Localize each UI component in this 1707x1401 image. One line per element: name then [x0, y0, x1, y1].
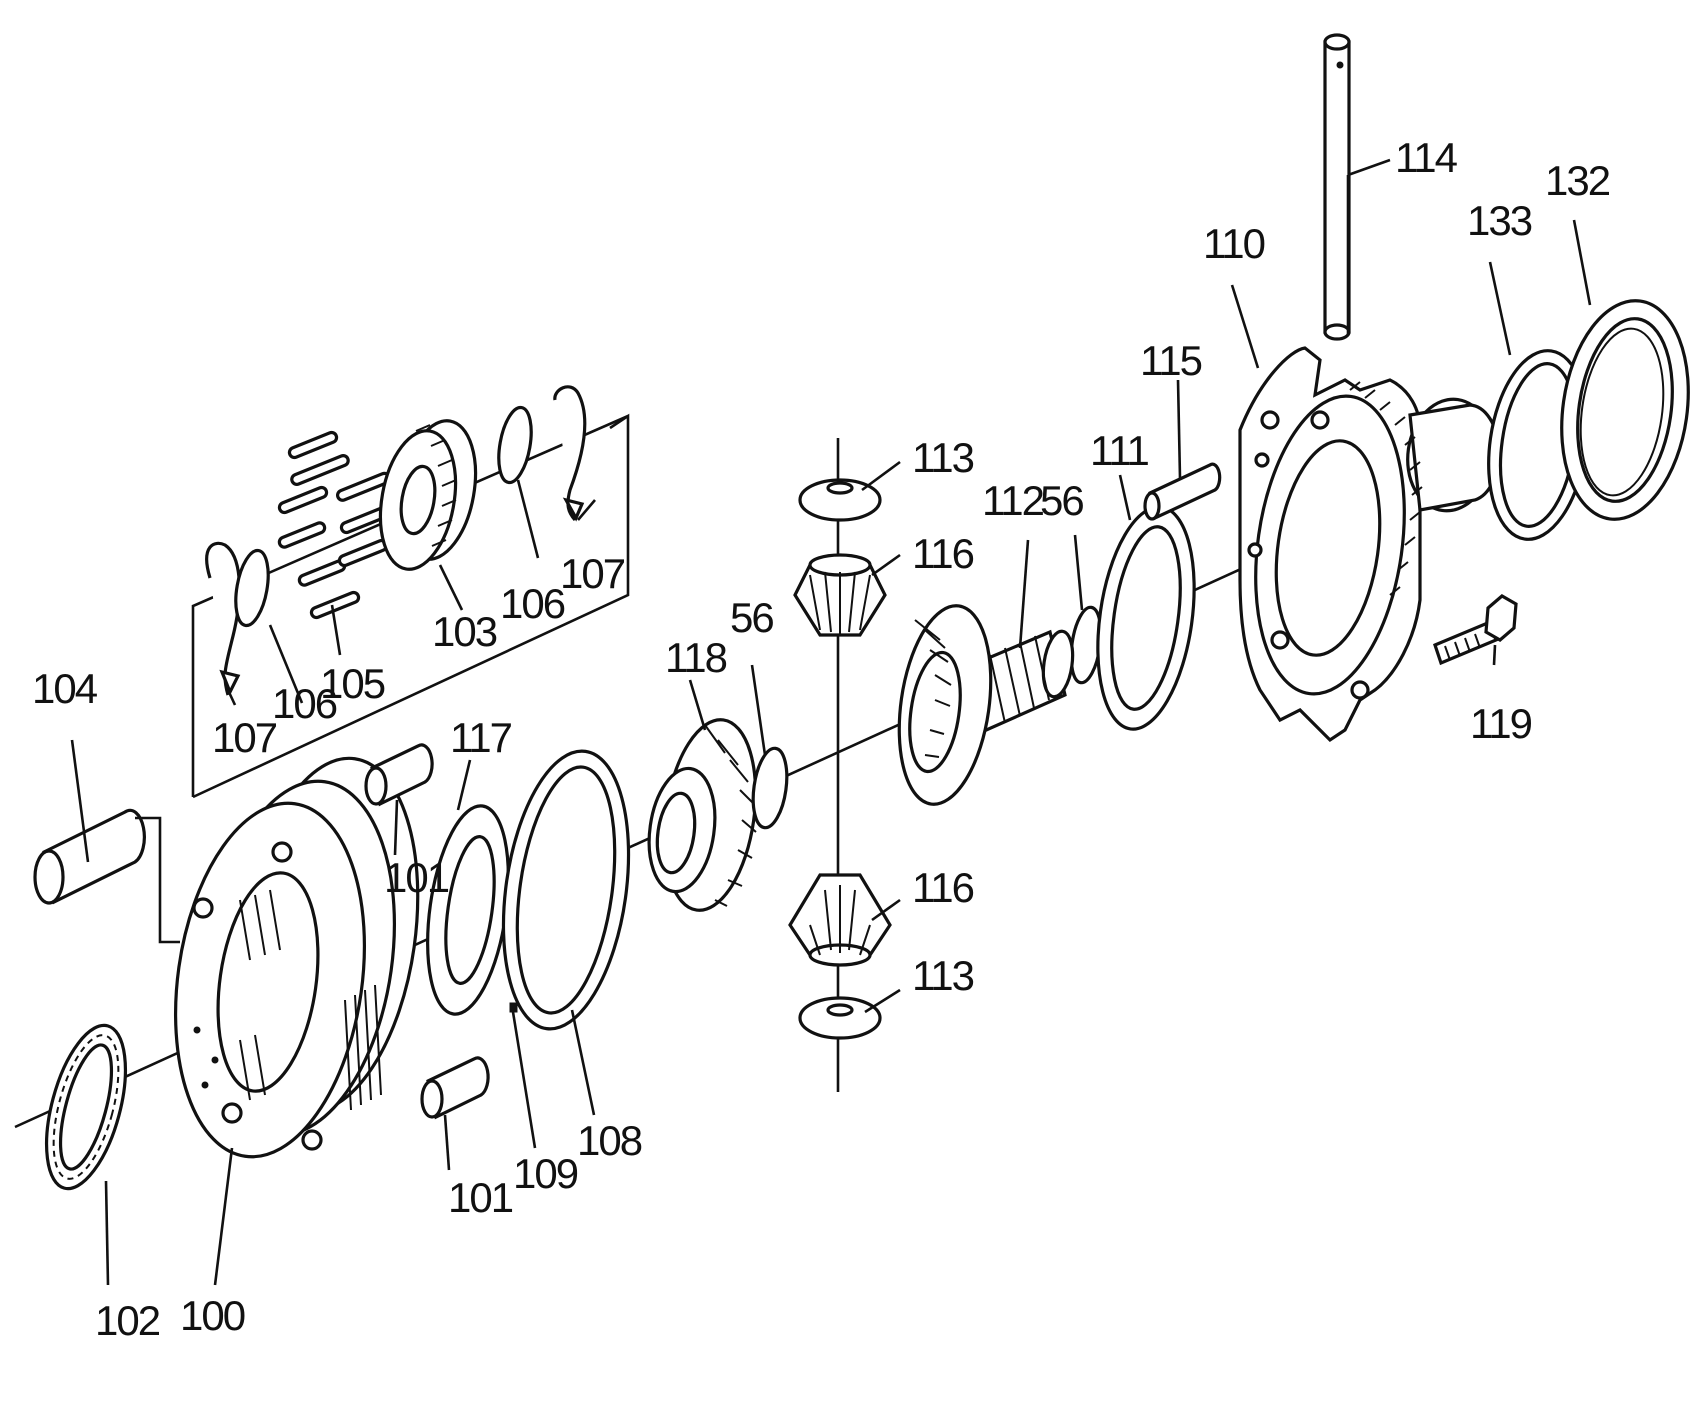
pinion-gear-116-upper — [793, 553, 887, 637]
label-133: 133 — [1467, 197, 1532, 244]
carrier-100 — [173, 756, 420, 1159]
label-112: 112 — [982, 477, 1044, 524]
planet-group-bracket-right — [192, 413, 630, 799]
label-102: 102 — [95, 1297, 160, 1344]
diff-case-110 — [1238, 346, 1501, 743]
label-132: 132 — [1545, 157, 1610, 204]
label-56-right: 56 — [1040, 477, 1083, 524]
label-105: 105 — [320, 660, 385, 707]
needles-105 — [277, 430, 391, 620]
label-104: 104 — [32, 665, 98, 712]
thrust-washer-113-upper — [798, 478, 882, 522]
label-103: 103 — [432, 608, 497, 655]
thrust-washer-113-lower — [798, 996, 882, 1040]
seal-132 — [1560, 299, 1690, 521]
label-56-left: 56 — [730, 594, 773, 641]
part-labels: 104 102 100 107 106 105 103 106 107 117 … — [32, 134, 1612, 1344]
bearing-102 — [45, 1023, 127, 1191]
side-gear-118 — [647, 718, 758, 912]
ring-56-left — [751, 746, 789, 830]
side-gear-shaft-112 — [897, 604, 1075, 806]
clip-107-right — [553, 385, 587, 522]
long-pin-114 — [1323, 33, 1351, 341]
clip-107-left — [205, 541, 242, 696]
pin-109 — [509, 1002, 518, 1013]
label-109: 109 — [513, 1150, 578, 1197]
snap-ring-108 — [501, 749, 631, 1031]
washer-117 — [426, 804, 510, 1016]
planet-gear-103 — [378, 419, 478, 571]
label-101-lower: 101 — [448, 1174, 513, 1221]
label-107-left: 107 — [212, 714, 277, 761]
leader-lines — [70, 158, 1592, 1286]
bolt-119 — [1433, 594, 1518, 666]
label-117: 117 — [450, 714, 512, 761]
label-116-lower: 116 — [912, 864, 974, 911]
thrust-washer-111 — [1096, 505, 1196, 731]
planet-group-bracket — [191, 414, 629, 797]
label-113-lower: 113 — [912, 952, 974, 999]
pinion-gear-116-lower — [788, 873, 892, 967]
label-114: 114 — [1395, 134, 1458, 181]
washer-106-left — [234, 548, 270, 628]
label-106-left: 106 — [272, 680, 337, 727]
label-101-upper: 101 — [384, 854, 449, 901]
label-108: 108 — [577, 1117, 642, 1164]
label-113-upper: 113 — [912, 434, 974, 481]
label-111: 111 — [1090, 427, 1148, 474]
label-106-right: 106 — [500, 580, 565, 627]
label-107-right: 107 — [560, 550, 625, 597]
cross-pin-115 — [1143, 462, 1222, 521]
pin-104 — [33, 808, 180, 944]
label-119: 119 — [1470, 700, 1532, 747]
pin-101-lower — [420, 1056, 490, 1120]
label-118: 118 — [665, 634, 727, 681]
washer-106-right — [497, 405, 533, 485]
label-116-upper: 116 — [912, 530, 974, 577]
label-100: 100 — [180, 1292, 245, 1339]
label-115: 115 — [1140, 337, 1202, 384]
label-110: 110 — [1203, 220, 1265, 267]
pin-101-upper — [364, 743, 434, 807]
